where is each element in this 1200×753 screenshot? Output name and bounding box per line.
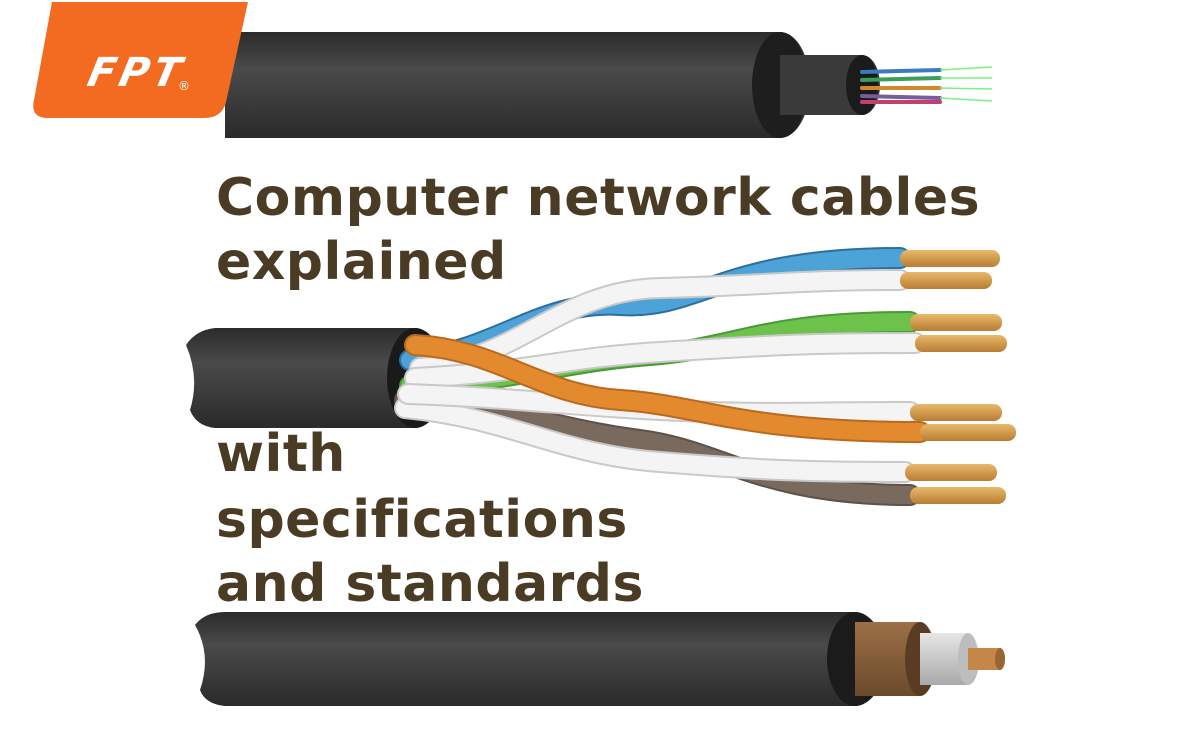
fiber-optic-cable-icon — [225, 32, 993, 138]
coaxial-cable-icon — [195, 612, 1005, 706]
fpt-logo: FPT ® — [33, 2, 248, 118]
logo-registered-mark: ® — [178, 79, 190, 93]
headline-line-3: with — [216, 424, 346, 484]
logo-text: FPT — [84, 48, 190, 95]
headline-line-4: specifications — [216, 490, 628, 550]
twisted-pair-cable-icon — [186, 247, 1016, 506]
headline-line-2: explained — [216, 232, 507, 292]
headline-line-1: Computer network cables — [216, 168, 981, 228]
headline-line-5: and standards — [216, 554, 644, 614]
